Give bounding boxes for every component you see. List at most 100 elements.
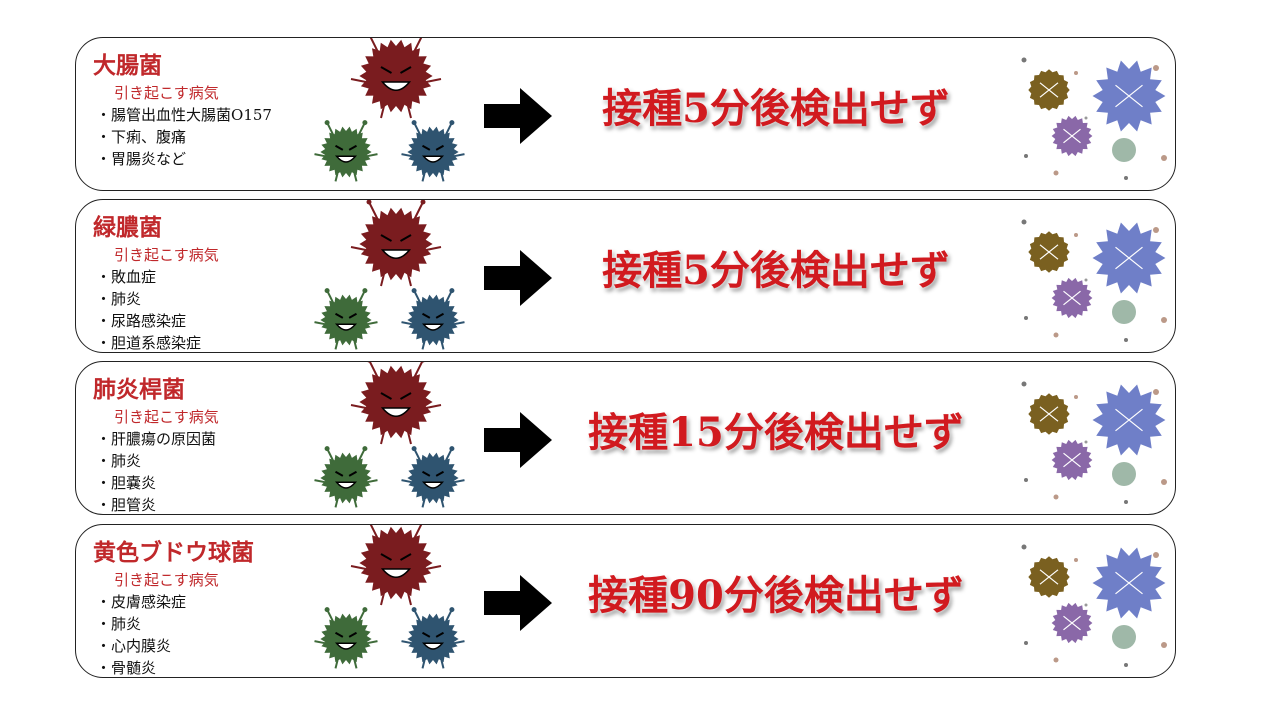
dot-icon [1021, 219, 1027, 225]
disease-item: 肺炎 [96, 613, 186, 635]
dot-icon [1053, 332, 1059, 338]
dead-bacteria-illustration [1021, 544, 1167, 667]
dead-blue-germ-icon [1092, 60, 1166, 132]
dead-brown-germ-icon [1028, 69, 1070, 111]
dot-icon [1161, 317, 1167, 323]
dot-icon [1024, 316, 1028, 320]
dot-icon [1153, 65, 1159, 71]
disease-item: 胆管炎 [96, 494, 216, 516]
blue-germ-icon [401, 446, 465, 508]
blue-germ-icon [401, 288, 465, 350]
bacteria-illustration [314, 38, 465, 182]
dot-icon [1053, 170, 1059, 176]
bacteria-panel: 黄色ブドウ球菌 引き起こす病気 皮膚感染症肺炎心内膜炎骨髄炎 接種90分後検出せ… [75, 524, 1176, 678]
dot-icon [1021, 381, 1027, 387]
disease-item: 尿路感染症 [96, 310, 201, 332]
diseases-heading: 引き起こす病気 [114, 84, 219, 102]
dot-icon [1161, 479, 1167, 485]
disease-item: 肺炎 [96, 450, 216, 472]
blue-germ-icon [401, 120, 465, 182]
dot-icon [1053, 494, 1059, 500]
dot-icon [1153, 389, 1159, 395]
red-germ-icon [350, 38, 442, 119]
bacteria-name: 肺炎桿菌 [93, 376, 185, 403]
disease-list: 敗血症肺炎尿路感染症胆道系感染症 [96, 266, 201, 354]
disease-list: 腸管出血性大腸菌O157下痢、腹痛胃腸炎など [96, 104, 272, 170]
dead-teal-germ-icon [1112, 138, 1136, 162]
disease-item: 腸管出血性大腸菌O157 [96, 104, 272, 126]
disease-item: 肝膿瘍の原因菌 [96, 428, 216, 450]
disease-item: 下痢、腹痛 [96, 126, 272, 148]
red-germ-icon [350, 525, 442, 606]
dead-teal-germ-icon [1112, 462, 1136, 486]
bacteria-panel: 緑膿菌 引き起こす病気 敗血症肺炎尿路感染症胆道系感染症 接種5分後検出せず [75, 199, 1176, 353]
dead-blue-germ-icon [1092, 384, 1166, 456]
disease-list: 皮膚感染症肺炎心内膜炎骨髄炎 [96, 591, 186, 679]
dead-blue-germ-icon [1092, 222, 1166, 294]
arrow-right-icon [484, 250, 552, 306]
dot-icon [1074, 395, 1078, 399]
arrow-right-icon [484, 575, 552, 631]
result-text: 接種5分後検出せず [602, 247, 950, 294]
result-text: 接種5分後検出せず [602, 85, 950, 132]
bacteria-name: 黄色ブドウ球菌 [93, 539, 254, 566]
dot-icon [1074, 71, 1078, 75]
dot-icon [1124, 338, 1128, 342]
diseases-heading: 引き起こす病気 [114, 571, 219, 589]
dot-icon [1124, 500, 1128, 504]
dot-icon [1024, 154, 1028, 158]
result-text: 接種15分後検出せず [588, 409, 964, 456]
dead-purple-germ-icon [1051, 602, 1093, 644]
dead-teal-germ-icon [1112, 625, 1136, 649]
dead-purple-germ-icon [1051, 439, 1093, 481]
dot-icon [1153, 552, 1159, 558]
dead-bacteria-illustration [1021, 381, 1167, 504]
dead-blue-germ-icon [1092, 547, 1166, 619]
red-germ-icon [350, 362, 442, 445]
dot-icon [1074, 558, 1078, 562]
dot-icon [1084, 116, 1088, 120]
dot-icon [1053, 657, 1059, 663]
arrow-right-icon [484, 412, 552, 468]
dot-icon [1161, 155, 1167, 161]
dead-bacteria-illustration [1021, 219, 1167, 342]
arrow-right-icon [484, 88, 552, 144]
bacteria-illustration [314, 362, 465, 508]
dot-icon [1161, 642, 1167, 648]
disease-item: 心内膜炎 [96, 635, 186, 657]
dot-icon [1074, 233, 1078, 237]
result-text: 接種90分後検出せず [588, 572, 964, 619]
green-germ-icon [314, 288, 378, 350]
dot-icon [1084, 278, 1088, 282]
dead-brown-germ-icon [1028, 231, 1070, 273]
dead-brown-germ-icon [1028, 556, 1070, 598]
disease-item: 肺炎 [96, 288, 201, 310]
green-germ-icon [314, 607, 378, 669]
disease-item: 敗血症 [96, 266, 201, 288]
dot-icon [1084, 440, 1088, 444]
bacteria-name: 緑膿菌 [93, 214, 162, 241]
dot-icon [1153, 227, 1159, 233]
disease-item: 骨髄炎 [96, 657, 186, 679]
disease-item: 胆嚢炎 [96, 472, 216, 494]
dot-icon [1124, 663, 1128, 667]
dot-icon [1084, 603, 1088, 607]
bacteria-illustration [314, 200, 465, 350]
green-germ-icon [314, 120, 378, 182]
disease-item: 皮膚感染症 [96, 591, 186, 613]
dot-icon [1024, 478, 1028, 482]
blue-germ-icon [401, 607, 465, 669]
green-germ-icon [314, 446, 378, 508]
diseases-heading: 引き起こす病気 [114, 408, 219, 426]
dead-brown-germ-icon [1028, 393, 1070, 435]
bacteria-illustration [314, 525, 465, 669]
dead-teal-germ-icon [1112, 300, 1136, 324]
dot-icon [1021, 57, 1027, 63]
disease-item: 胃腸炎など [96, 148, 272, 170]
dot-icon [1124, 176, 1128, 180]
dead-purple-germ-icon [1051, 277, 1093, 319]
dead-bacteria-illustration [1021, 57, 1167, 180]
bacteria-name: 大腸菌 [93, 52, 162, 79]
dead-purple-germ-icon [1051, 115, 1093, 157]
dot-icon [1024, 641, 1028, 645]
